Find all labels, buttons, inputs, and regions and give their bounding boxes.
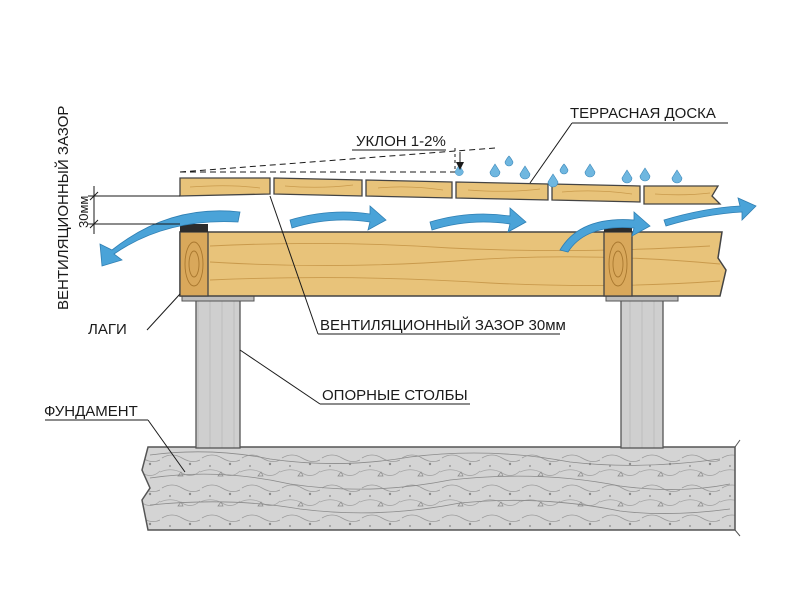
water-drops xyxy=(454,155,683,188)
dimension-30mm xyxy=(88,186,180,234)
label-slope: УКЛОН 1-2% xyxy=(356,133,446,150)
joist-beam xyxy=(179,224,727,297)
decking-boards xyxy=(179,177,722,205)
air-arrow-3 xyxy=(559,211,651,253)
air-arrow-2 xyxy=(429,207,527,233)
foundation xyxy=(141,439,741,537)
support-post-right xyxy=(605,291,679,449)
air-arrow-right xyxy=(663,197,757,227)
label-foundation: ФУНДАМЕНТ xyxy=(44,403,138,420)
air-arrow-1 xyxy=(289,205,387,231)
label-decking-board: ТЕРРАСНАЯ ДОСКА xyxy=(570,105,716,122)
leader-lines xyxy=(45,122,728,473)
label-dimension-value: 30мм xyxy=(76,196,91,228)
label-joists: ЛАГИ xyxy=(88,321,127,338)
support-post-left xyxy=(181,291,255,449)
label-support-posts: ОПОРНЫЕ СТОЛБЫ xyxy=(322,387,468,404)
air-flow-arrows xyxy=(99,197,757,267)
air-arrow-left xyxy=(99,210,241,267)
label-vent-gap-30: ВЕНТИЛЯЦИОННЫЙ ЗАЗОР 30мм xyxy=(320,316,566,334)
slope-indicator xyxy=(179,147,496,173)
label-vent-gap-vertical: ВЕНТИЛЯЦИОННЫЙ ЗАЗОР xyxy=(54,106,72,310)
